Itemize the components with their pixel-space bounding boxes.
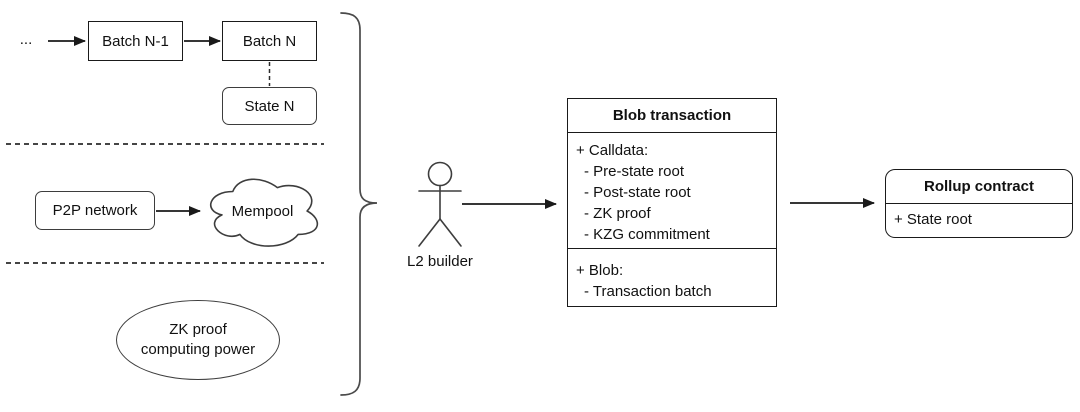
blob-item: - Transaction batch	[584, 283, 712, 300]
rollup-contract-field-section: + State root	[886, 204, 1072, 230]
grouping-brace	[340, 12, 378, 396]
calldata-item: - ZK proof	[584, 205, 651, 222]
node-rollup-contract: Rollup contract + State root	[885, 169, 1073, 238]
node-batch-n-label: Batch N	[242, 32, 297, 50]
node-zk-proof-computing-power: ZK proof computing power	[116, 300, 280, 380]
l2-builder-actor-icon	[418, 161, 462, 247]
history-ellipsis: ...	[19, 30, 33, 48]
node-state-n-label: State N	[244, 97, 295, 115]
calldata-item: - Pre-state root	[584, 163, 685, 180]
node-p2p-network-label: P2P network	[52, 202, 138, 219]
node-batch-n-1-label: Batch N-1	[102, 32, 169, 50]
node-batch-n: Batch N	[222, 21, 317, 61]
rollup-contract-title: Rollup contract	[886, 170, 1072, 204]
mempool-label: Mempool	[231, 202, 294, 220]
zk-proof-line1: ZK proof	[169, 321, 227, 338]
blob-transaction-blob-section: + Blob: - Transaction batch	[568, 249, 776, 302]
calldata-item: - Post-state root	[584, 184, 691, 201]
mempool-cloud	[209, 178, 318, 247]
l2-builder-label: L2 builder	[407, 252, 473, 270]
calldata-header: + Calldata:	[576, 142, 649, 159]
node-batch-n-1: Batch N-1	[88, 21, 183, 61]
node-p2p-network: P2P network	[35, 191, 155, 230]
zk-proof-line2: computing power	[140, 341, 256, 358]
calldata-item: - KZG commitment	[584, 226, 710, 243]
node-blob-transaction: Blob transaction + Calldata: - Pre-state…	[567, 98, 777, 307]
node-state-n: State N	[222, 87, 317, 125]
blob-header: + Blob:	[576, 262, 624, 279]
blob-transaction-calldata-section: + Calldata: - Pre-state root - Post-stat…	[568, 133, 776, 249]
rollup-state-root-field: + State root	[894, 211, 972, 228]
blob-transaction-title: Blob transaction	[568, 99, 776, 133]
